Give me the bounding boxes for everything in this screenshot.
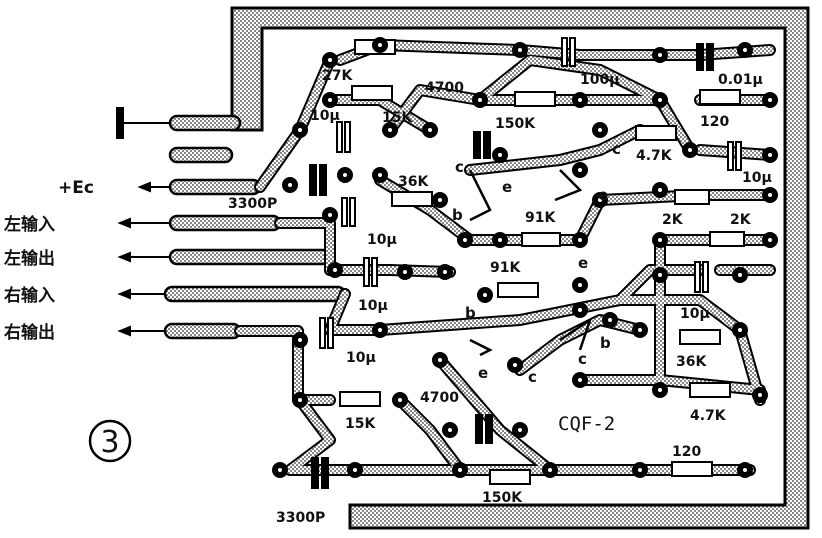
edge-connector <box>163 114 347 340</box>
pin-e1: e <box>502 178 512 196</box>
label-10u-c: 10μ <box>367 232 397 248</box>
label-150k-top: 150K <box>495 116 536 132</box>
label-4700-top: 4700 <box>425 80 464 96</box>
figure-number: 3 <box>100 425 119 460</box>
pin-e2: e <box>598 186 608 204</box>
label-100u: 100μ <box>580 72 620 88</box>
label-2k-a: 2K <box>662 212 684 228</box>
right-output-label: 右输出 <box>4 322 55 343</box>
pin-c2: c <box>612 140 621 158</box>
pin-c4: c <box>578 350 587 368</box>
label-3300p-bot: 3300P <box>276 510 325 526</box>
pin-c3: c <box>528 368 537 386</box>
pin-c1: c <box>455 158 464 176</box>
pin-b1: b <box>452 206 463 224</box>
pin-e3: e <box>578 254 588 272</box>
label-91k-a: 91K <box>525 210 556 226</box>
label-4700-bot: 4700 <box>420 390 459 406</box>
label-150k-bot: 150K <box>482 490 523 506</box>
board-frame <box>230 6 810 530</box>
board-name: CQF-2 <box>558 413 615 435</box>
label-36k-bot: 36K <box>676 354 707 370</box>
label-001u: 0.01μ <box>718 72 763 88</box>
transistor-outlines <box>468 169 593 357</box>
label-36k-top: 36K <box>398 174 429 190</box>
label-10u-d: 10μ <box>358 298 388 314</box>
label-2k-b: 2K <box>730 212 752 228</box>
label-27k: 27K <box>322 68 353 84</box>
label-10u-e: 10μ <box>680 306 710 322</box>
label-15k-bot: 15K <box>345 416 376 432</box>
supply-label: +Ec <box>58 178 94 198</box>
left-output-label: 左输出 <box>4 248 55 269</box>
label-15k-top: 15K <box>382 110 413 126</box>
connector-leads <box>116 107 170 337</box>
label-120-top: 120 <box>700 114 729 130</box>
solder-pads <box>272 37 778 478</box>
left-input-label: 左输入 <box>4 214 55 235</box>
label-91k-b: 91K <box>490 260 521 276</box>
pin-b3: b <box>465 304 476 322</box>
label-120-bot: 120 <box>672 444 701 460</box>
figure-number-circle <box>88 419 132 463</box>
component-bodies <box>309 37 745 489</box>
label-10u-f: 10μ <box>346 350 376 366</box>
label-3300p-top: 3300P <box>228 196 277 212</box>
label-47k-bot: 4.7K <box>690 408 727 424</box>
label-10u-b: 10μ <box>742 170 772 186</box>
pin-b4: b <box>600 334 611 352</box>
label-10u-a: 10μ <box>310 108 340 124</box>
right-input-label: 右输入 <box>4 285 55 306</box>
pin-e4: e <box>478 364 488 382</box>
label-47k-top: 4.7K <box>636 148 673 164</box>
